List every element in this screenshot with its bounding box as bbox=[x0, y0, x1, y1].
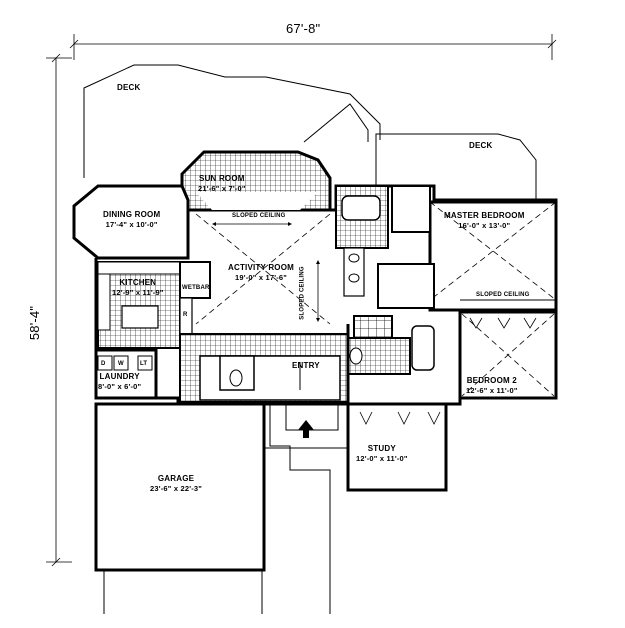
width-dimension-label: 67'-8" bbox=[286, 21, 321, 36]
sun-room-sloped-ceiling-note: SLOPED CEILING bbox=[232, 213, 286, 219]
bedroom2-dimensions: 12'-6" x 11'-0" bbox=[466, 386, 518, 395]
master-deck-outline bbox=[375, 133, 537, 200]
wetbar-walls bbox=[179, 261, 211, 299]
activity-room-label: ACTIVITY ROOM 19'-0" x 17'-6" bbox=[228, 263, 295, 282]
activity-room-ceiling bbox=[195, 213, 331, 325]
bedroom2-label: BEDROOM 2 12'-6" x 11'-0" bbox=[466, 376, 518, 395]
entry-arrow-icon bbox=[298, 420, 314, 438]
activity-room-dimensions: 19'-0" x 17'-6" bbox=[234, 273, 288, 282]
shower-tile bbox=[353, 315, 393, 339]
dryer-label: D bbox=[101, 361, 106, 367]
depth-dimension-label: 58'-4" bbox=[27, 305, 43, 341]
dining-room-dimensions: 17'-4" x 10'-0" bbox=[105, 220, 158, 229]
study-label: STUDY 12'-0" x 11'-0" bbox=[356, 444, 408, 463]
master-tub bbox=[341, 195, 381, 221]
garage-label: GARAGE 23'-6" x 22'-3" bbox=[150, 474, 203, 493]
master-sloped-ceiling-note: SLOPED CEILING bbox=[476, 292, 530, 298]
study-dimensions: 12'-0" x 11'-0" bbox=[356, 454, 408, 463]
laundry-dimensions: 8'-0" x 6'-0" bbox=[98, 382, 142, 391]
rear-deck-label: DECK bbox=[117, 83, 141, 92]
wetbar-label: WETBAR bbox=[182, 285, 210, 291]
dining-room-label: DINING ROOM 17'-4" x 10'-0" bbox=[103, 210, 161, 229]
activity-sloped-ceiling-note: SLOPED CEILING bbox=[299, 266, 306, 320]
rear-deck-inner bbox=[303, 103, 369, 143]
rear-deck-outline bbox=[83, 64, 381, 178]
master-bedroom-walls bbox=[428, 200, 558, 312]
sun-room-label: SUN ROOM 21'-6" x 7'-0" bbox=[198, 174, 246, 193]
kitchen-label: KITCHEN 12'-9" x 11'-9" bbox=[112, 278, 164, 297]
study-walls bbox=[346, 402, 448, 492]
laundry-tub-label: LT bbox=[140, 361, 148, 367]
master-bedroom-label: MASTER BEDROOM 16'-0" x 13'-0" bbox=[444, 211, 525, 230]
kitchen-dimensions: 12'-9" x 11'-9" bbox=[112, 288, 164, 297]
depth-dimension-line bbox=[46, 53, 72, 567]
master-bedroom-dimensions: 16'-0" x 13'-0" bbox=[458, 221, 511, 230]
dining-room-outline bbox=[72, 184, 190, 260]
washer-label: W bbox=[118, 361, 124, 367]
master-deck-label: DECK bbox=[469, 141, 493, 150]
entry-label: ENTRY bbox=[292, 361, 320, 370]
width-dimension-line bbox=[69, 34, 557, 60]
laundry-label: LAUNDRY 8'-0" x 6'-0" bbox=[98, 372, 142, 391]
garage-dimensions: 23'-6" x 22'-3" bbox=[150, 484, 203, 493]
sun-room-dimensions: 21'-6" x 7'-0" bbox=[198, 184, 246, 193]
refrigerator-label: R bbox=[183, 312, 188, 318]
